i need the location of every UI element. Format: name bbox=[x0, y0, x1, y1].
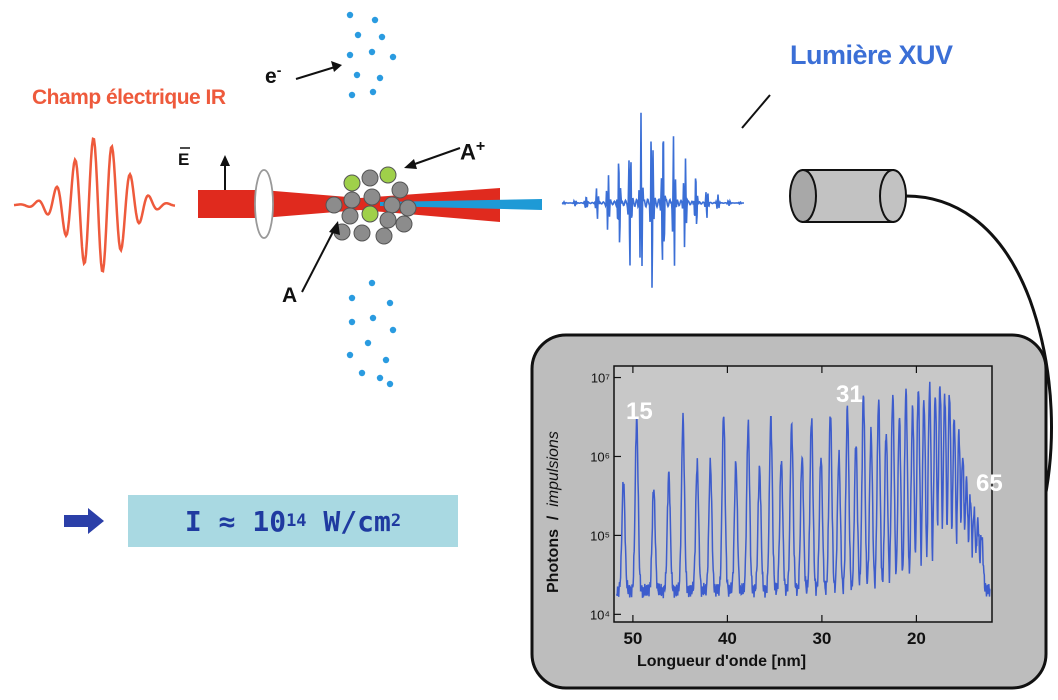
electron-label: e- bbox=[265, 62, 282, 88]
atom-pointer-arrow bbox=[301, 221, 340, 293]
electron-dot-13 bbox=[386, 299, 394, 307]
electron-dot-11 bbox=[368, 279, 376, 287]
focusing-lens bbox=[254, 169, 274, 239]
electron-dot-16 bbox=[389, 326, 397, 334]
ir-field-label: Champ électrique IR bbox=[32, 86, 226, 109]
xuv-pulse-train bbox=[561, 112, 744, 288]
harmonic-order-65: 65 bbox=[976, 470, 1003, 497]
electron-dot-19 bbox=[382, 356, 390, 364]
x-tick-label-40: 40 bbox=[718, 629, 737, 648]
atom-10 bbox=[361, 205, 379, 223]
atom-3 bbox=[391, 181, 409, 199]
harmonic-order-15: 15 bbox=[626, 398, 653, 425]
x-tick-label-30: 30 bbox=[812, 629, 831, 648]
electron-dot-6 bbox=[389, 53, 397, 61]
detector-icon bbox=[789, 169, 907, 223]
electron-dot-9 bbox=[348, 91, 356, 99]
xuv-pointer-mark bbox=[741, 94, 771, 129]
harmonic-order-31: 31 bbox=[836, 381, 863, 408]
electron-pointer-arrow bbox=[295, 61, 342, 80]
electron-dot-8 bbox=[376, 74, 384, 82]
xuv-light-label: Lumière XUV bbox=[790, 40, 953, 70]
electron-dot-17 bbox=[364, 339, 372, 347]
electron-dot-18 bbox=[346, 351, 354, 359]
ion-label: A+ bbox=[460, 138, 486, 165]
electron-dot-3 bbox=[378, 33, 386, 41]
electron-dot-7 bbox=[353, 71, 361, 79]
atom-0 bbox=[343, 174, 361, 192]
y-tick-label-1: 10⁵ bbox=[590, 528, 610, 543]
spectrum-y-axis-label: Photons / impulsions bbox=[545, 431, 562, 593]
laser-beam bbox=[198, 190, 360, 218]
atom-1 bbox=[361, 169, 379, 187]
electron-dot-15 bbox=[348, 318, 356, 326]
electron-dot-14 bbox=[369, 314, 377, 322]
atom-5 bbox=[343, 191, 361, 209]
electron-dot-1 bbox=[371, 16, 379, 24]
electron-dot-10 bbox=[369, 88, 377, 96]
electron-dot-22 bbox=[386, 380, 394, 388]
ion-pointer-arrow bbox=[404, 147, 461, 169]
electron-dot-21 bbox=[376, 374, 384, 382]
gas-atoms bbox=[325, 166, 417, 245]
electron-dot-5 bbox=[368, 48, 376, 56]
detector-cable bbox=[905, 194, 1053, 521]
atom-14 bbox=[353, 224, 371, 242]
spectrum-x-axis-label: Longueur d'onde [nm] bbox=[637, 653, 807, 670]
electron-dot-4 bbox=[346, 51, 354, 59]
atom-9 bbox=[341, 207, 359, 225]
y-tick-label-0: 10⁴ bbox=[590, 607, 610, 622]
atom-2 bbox=[379, 166, 397, 184]
electron-dot-20 bbox=[358, 369, 366, 377]
electron-dot-0 bbox=[346, 11, 354, 19]
x-tick-label-20: 20 bbox=[907, 629, 926, 648]
atom-15 bbox=[375, 227, 393, 245]
atom-6 bbox=[363, 188, 381, 206]
ir-field-waveform bbox=[13, 137, 176, 273]
y-tick-label-2: 10⁶ bbox=[590, 449, 610, 464]
atom-12 bbox=[395, 215, 413, 233]
spectrum-ticks: 50 40 30 20 10⁴ 10⁵ 10⁶ 10⁷ bbox=[590, 366, 926, 648]
atom-4 bbox=[325, 196, 343, 214]
electron-dot-2 bbox=[354, 31, 362, 39]
field-vector-label: E bbox=[178, 150, 190, 169]
y-tick-label-3: 10⁷ bbox=[591, 371, 610, 386]
atom-11 bbox=[379, 211, 397, 229]
atom-7 bbox=[383, 196, 401, 214]
atom-label: A bbox=[282, 284, 298, 307]
spectrum-line bbox=[616, 381, 991, 599]
xuv-beam bbox=[380, 199, 542, 210]
atom-8 bbox=[399, 199, 417, 217]
electron-dots bbox=[346, 11, 397, 388]
x-tick-label-50: 50 bbox=[623, 629, 642, 648]
intensity-arrow-icon bbox=[64, 508, 104, 534]
electron-dot-12 bbox=[348, 294, 356, 302]
